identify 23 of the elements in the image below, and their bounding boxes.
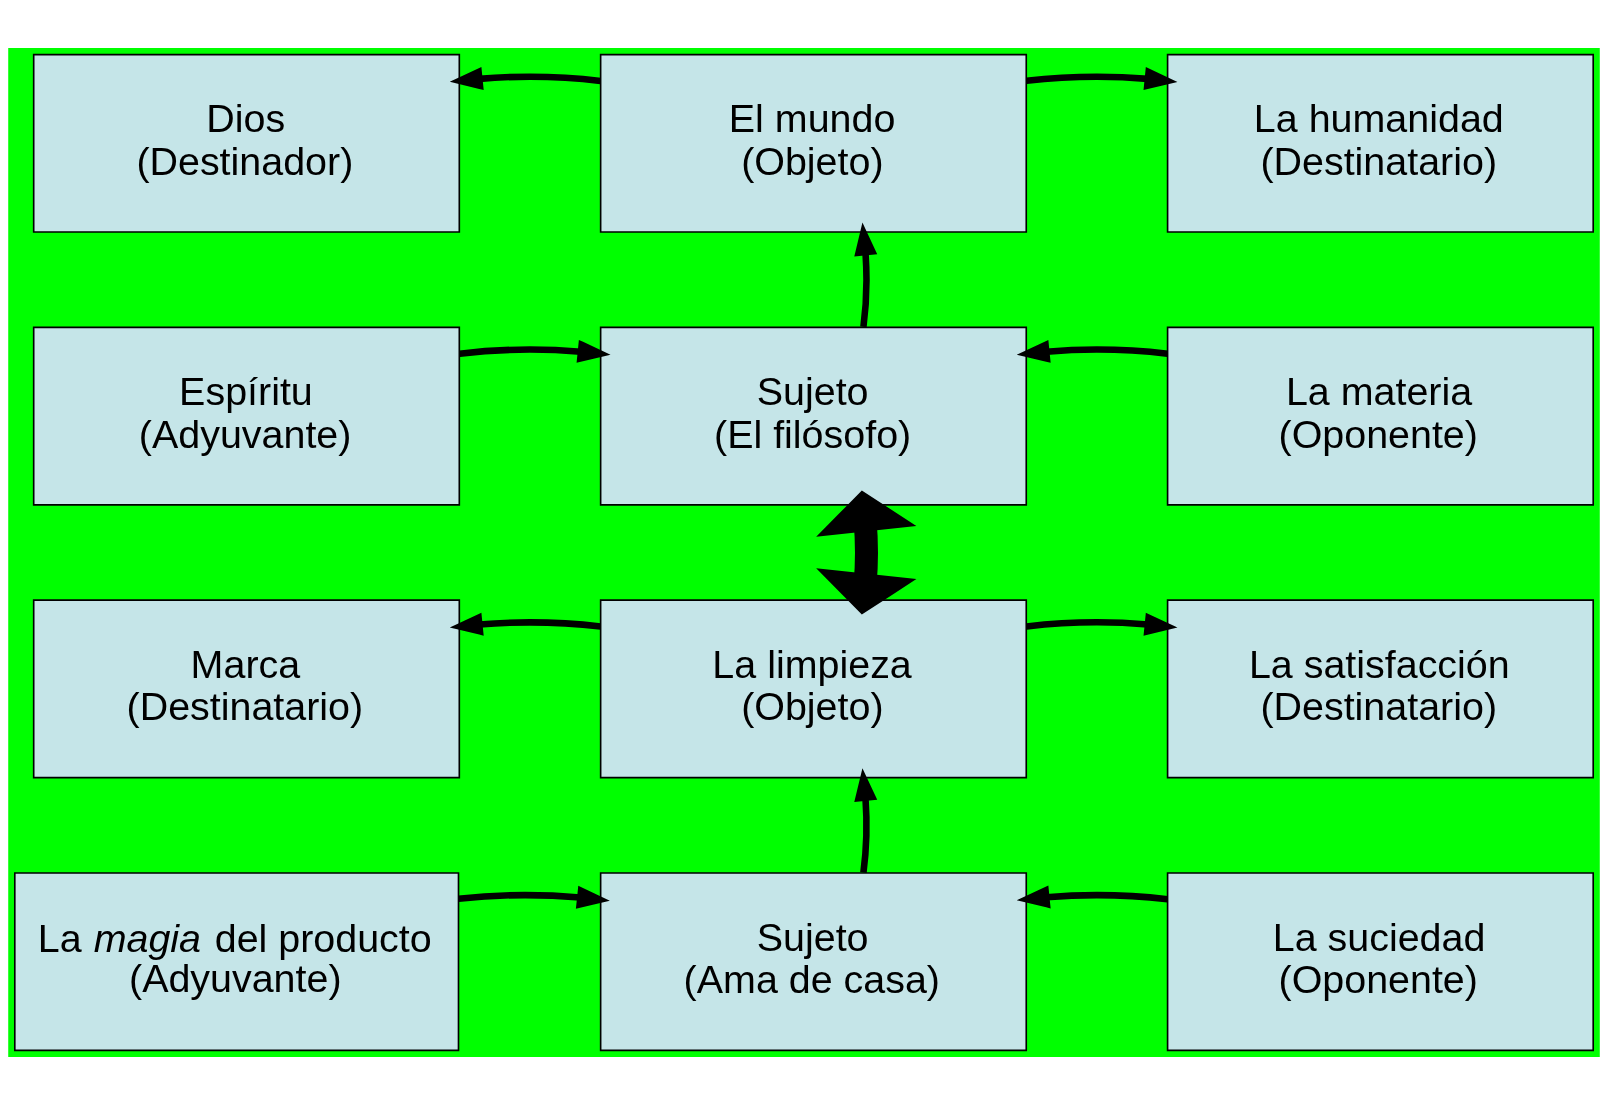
arrow [854,222,878,327]
arrow [1026,66,1178,90]
arrow [854,767,878,873]
node-box: Espíritu (Adyuvante) [32,326,461,506]
node-box: Dios (Destinador) [32,53,461,233]
node-box: La satisfacción (Destinatario) [1166,598,1595,778]
node-box: La limpieza (Objeto) [599,598,1028,778]
arrow [449,66,601,90]
arrow [1016,884,1168,908]
node-box: El mundo (Objeto) [599,53,1028,233]
node-box: La magia del producto (Adyuvante) [13,871,460,1051]
node-box: Sujeto (El filósofo) [599,326,1028,506]
arrow [449,612,601,636]
arrow [458,885,610,909]
node-box: Marca (Destinatario) [32,598,461,778]
arrow [816,490,917,614]
arrow [1016,339,1168,363]
node-box: La materia (Oponente) [1166,326,1595,506]
node-box: La humanidad (Destinatario) [1166,53,1595,233]
node-box: Sujeto (Ama de casa) [599,871,1028,1051]
arrow [459,339,611,363]
arrow [1026,612,1178,636]
node-box: La suciedad (Oponente) [1166,871,1595,1051]
